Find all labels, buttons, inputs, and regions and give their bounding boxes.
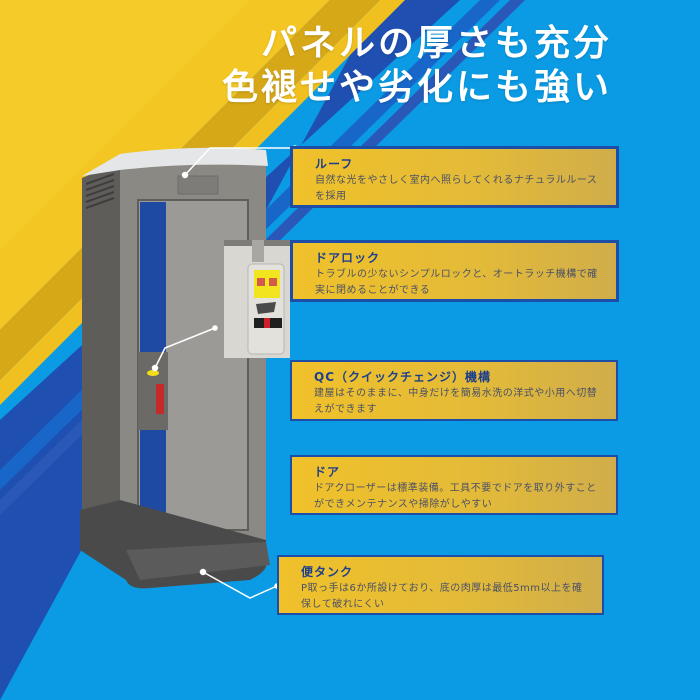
- callout-door: ドア ドアクローザーは標準装備。工具不要でドアを取り外すことができメンテナンスや…: [290, 455, 618, 515]
- headline-line-2: 色褪せや劣化にも強い: [221, 67, 612, 108]
- callout-desc: 建屋はそのままに、中身だけを簡易水洗の洋式や小用へ切替えができます: [314, 388, 598, 415]
- callout-qc-mechanism: QC（クイックチェンジ）機構 建屋はそのままに、中身だけを簡易水洗の洋式や小用へ…: [290, 360, 618, 421]
- callout-desc: 自然な光をやさしく室内へ照らしてくれるナチュラルルースを採用: [315, 175, 598, 202]
- door-lock-closeup: [224, 240, 290, 358]
- callout-door-lock: ドアロック トラブルの少ないシンプルロックと、オートラッチ機構で確実に閉めること…: [290, 240, 619, 302]
- callout-desc: P取っ手は6か所設けており、底の肉厚は最低5mm以上を確保して破れにくい: [301, 583, 583, 610]
- headline-line-1: パネルの厚さも充分: [260, 23, 612, 64]
- headline: パネルの厚さも充分 色褪せや劣化にも強い: [192, 22, 612, 110]
- callout-title: ルーフ: [315, 157, 354, 171]
- callout-desc: トラブルの少ないシンプルロックと、オートラッチ機構で確実に閉めることができる: [315, 269, 598, 296]
- callout-roof: ルーフ 自然な光をやさしく室内へ照らしてくれるナチュラルルースを採用: [290, 146, 619, 208]
- callout-title: 便タンク: [301, 565, 354, 579]
- door-lock-inset-photo: [224, 240, 290, 358]
- product-image: [60, 140, 290, 600]
- callout-title: ドアロック: [315, 251, 381, 265]
- callout-title: QC（クイックチェンジ）機構: [314, 370, 492, 384]
- callout-waste-tank: 便タンク P取っ手は6か所設けており、底の肉厚は最低5mm以上を確保して破れにく…: [277, 555, 604, 615]
- callout-title: ドア: [314, 465, 341, 479]
- portable-toilet-illustration: [80, 147, 270, 589]
- callout-desc: ドアクローザーは標準装備。工具不要でドアを取り外すことができメンテナンスや掃除が…: [314, 483, 597, 510]
